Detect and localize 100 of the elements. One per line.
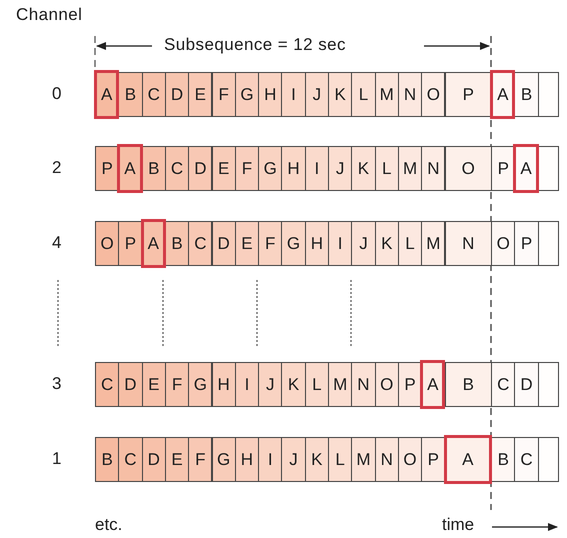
time-slot: I [258, 437, 282, 482]
time-slot: E [142, 362, 166, 407]
channel-number: 3 [52, 375, 62, 392]
time-slot: J [281, 437, 306, 482]
highlighted-slot: A [513, 144, 539, 193]
time-slot: B [142, 146, 166, 191]
time-slot: H [212, 362, 236, 407]
time-slot: O [444, 146, 492, 191]
time-slot: L [328, 437, 352, 482]
time-slot: O [374, 362, 399, 407]
time-slot: D [212, 221, 236, 266]
time-slot: M [351, 437, 376, 482]
time-slot: H [281, 146, 306, 191]
time-slot: M [374, 72, 399, 117]
axis-label: time [442, 516, 474, 533]
time-slot: P [514, 221, 539, 266]
time-slot: E [234, 221, 260, 266]
time-slot: G [281, 221, 306, 266]
time-slot: K [328, 72, 352, 117]
time-slot: I [304, 146, 329, 191]
time-slot: F [164, 362, 190, 407]
time-slot: K [351, 146, 376, 191]
time-slot: M [421, 221, 446, 266]
time-slot: E [164, 437, 190, 482]
time-slot: F [188, 437, 212, 482]
time-slot: L [398, 221, 422, 266]
time-slot: H [234, 437, 260, 482]
channel-number: 2 [52, 159, 62, 176]
time-slot: C [188, 221, 212, 266]
time-slot: G [188, 362, 212, 407]
time-slot: H [258, 72, 282, 117]
time-slot: N [351, 362, 376, 407]
highlighted-slot: A [94, 70, 120, 119]
time-slot: D [188, 146, 212, 191]
time-slot: D [164, 72, 190, 117]
channel-number: 0 [52, 85, 62, 102]
time-slot: G [212, 437, 236, 482]
time-slot: P [421, 437, 446, 482]
empty-slot [538, 362, 559, 407]
time-slot: F [234, 146, 260, 191]
empty-slot [538, 146, 559, 191]
time-slot: J [351, 221, 376, 266]
time-slot: O [398, 437, 422, 482]
time-slot: I [281, 72, 306, 117]
time-slot: C [142, 72, 166, 117]
time-slot: B [514, 72, 539, 117]
time-slot: H [304, 221, 329, 266]
time-slot: N [421, 146, 446, 191]
time-slot: D [142, 437, 166, 482]
time-slot: L [304, 362, 329, 407]
time-slot: O [421, 72, 446, 117]
empty-slot [538, 437, 559, 482]
time-slot: N [398, 72, 422, 117]
time-slot: M [328, 362, 352, 407]
highlighted-slot: A [444, 435, 492, 484]
time-slot: J [328, 146, 352, 191]
time-slot: E [188, 72, 212, 117]
time-slot: O [95, 221, 120, 266]
time-slot: K [374, 221, 399, 266]
time-slot: C [514, 437, 539, 482]
time-slot: N [444, 221, 492, 266]
time-slot: P [491, 146, 516, 191]
dimension-label: Subsequence = 12 sec [164, 36, 346, 53]
time-slot: I [328, 221, 352, 266]
time-slot: M [398, 146, 422, 191]
time-slot: C [118, 437, 143, 482]
time-slot: G [234, 72, 260, 117]
time-slot: C [164, 146, 190, 191]
time-slot: E [212, 146, 236, 191]
time-slot: O [491, 221, 516, 266]
time-slot: P [118, 221, 143, 266]
time-slot: J [304, 72, 329, 117]
highlighted-slot: A [420, 360, 446, 409]
time-slot: F [258, 221, 282, 266]
time-slot: B [444, 362, 492, 407]
time-slot: P [444, 72, 492, 117]
time-slot: L [374, 146, 399, 191]
highlighted-slot: A [490, 70, 516, 119]
time-slot: C [95, 362, 120, 407]
time-slot: K [281, 362, 306, 407]
channel-number: 1 [52, 450, 62, 467]
time-slot: D [118, 362, 143, 407]
axis-label: Channel [16, 6, 82, 23]
time-slot: I [234, 362, 260, 407]
time-slot: B [95, 437, 120, 482]
time-slot: B [491, 437, 516, 482]
highlighted-slot: A [117, 144, 143, 193]
time-slot: G [258, 146, 282, 191]
time-slot: F [212, 72, 236, 117]
time-slot: D [514, 362, 539, 407]
empty-slot [538, 72, 559, 117]
time-slot: L [351, 72, 376, 117]
note-text: etc. [95, 516, 122, 533]
time-slot: P [95, 146, 120, 191]
time-slot: N [374, 437, 399, 482]
time-slot: K [304, 437, 329, 482]
highlighted-slot: A [140, 219, 166, 268]
empty-slot [538, 221, 559, 266]
time-slot: C [491, 362, 516, 407]
time-slot: J [258, 362, 282, 407]
